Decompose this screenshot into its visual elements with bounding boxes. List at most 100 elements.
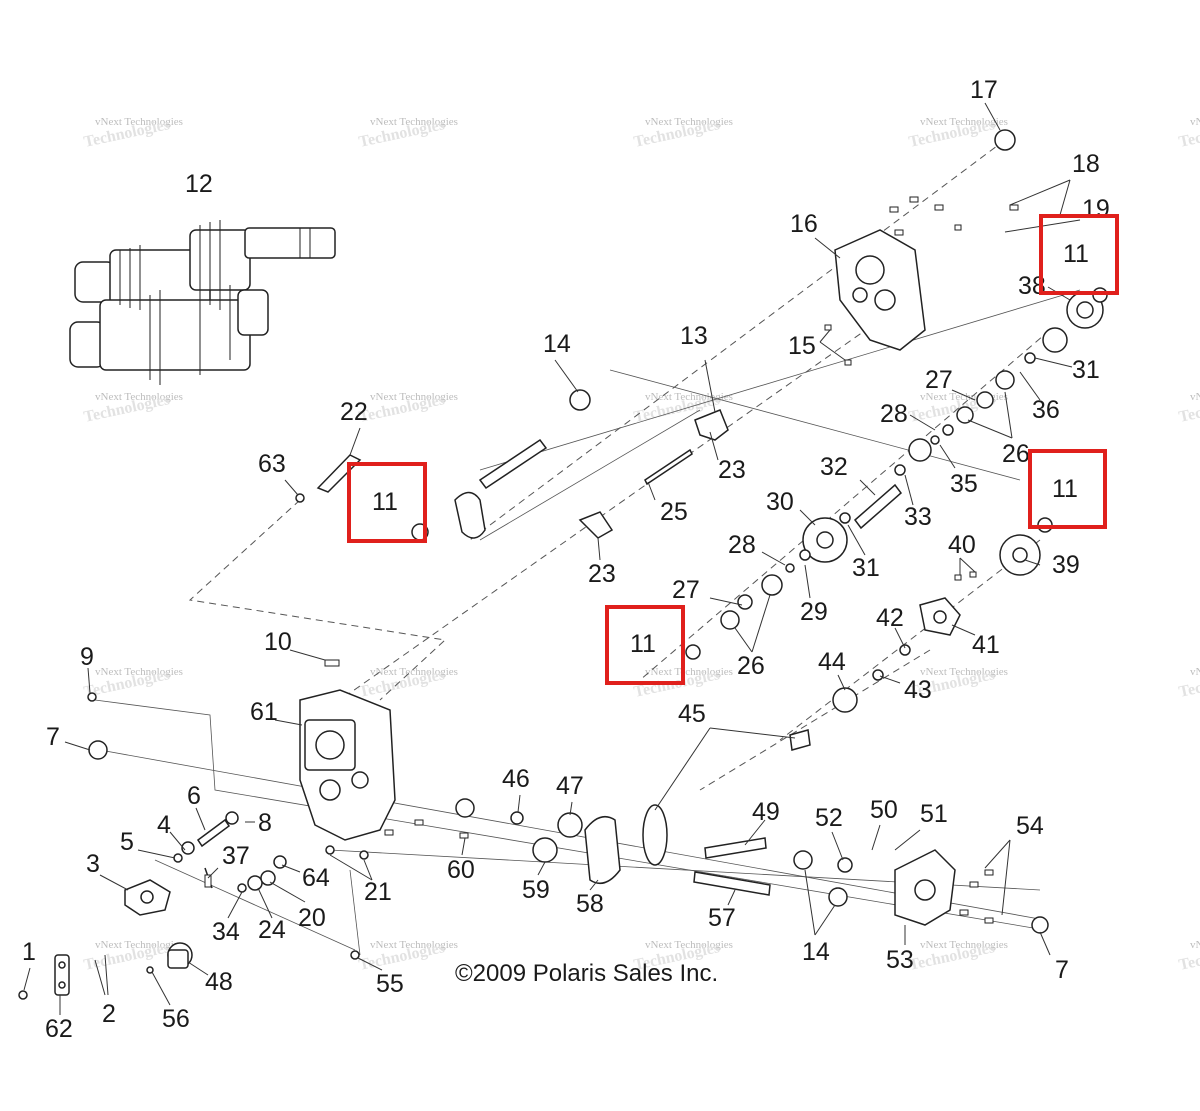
callout-26: 26 xyxy=(1002,440,1030,468)
callout-14: 14 xyxy=(543,330,571,358)
callout-50: 50 xyxy=(870,796,898,824)
watermark-text: vNext Technologies xyxy=(370,391,458,403)
highlight-box-11-a xyxy=(347,462,427,543)
callout-43: 43 xyxy=(904,676,932,704)
callout-39: 39 xyxy=(1052,551,1080,579)
gear-39 xyxy=(999,534,1041,576)
callout-27b: 27 xyxy=(672,576,700,604)
watermark-text: vNext Technologies xyxy=(645,939,733,951)
callout-56: 56 xyxy=(162,1005,190,1033)
watermark-text: vNext Technologies xyxy=(920,666,1008,678)
callout-41: 41 xyxy=(972,631,1000,659)
callout-59: 59 xyxy=(522,876,550,904)
callout-25: 25 xyxy=(660,498,688,526)
disc-45 xyxy=(642,804,668,866)
callout-46: 46 xyxy=(502,765,530,793)
callout-3: 3 xyxy=(86,850,100,878)
callout-26b: 26 xyxy=(737,652,765,680)
callout-13: 13 xyxy=(680,322,708,350)
callout-49: 49 xyxy=(752,798,780,826)
sensor-48 xyxy=(167,942,193,969)
callout-52: 52 xyxy=(815,804,843,832)
callout-47: 47 xyxy=(556,772,584,800)
callout-19: 19 xyxy=(1082,195,1110,223)
callout-7b: 7 xyxy=(1055,956,1069,984)
callout-28: 28 xyxy=(880,400,908,428)
callout-1: 1 xyxy=(22,938,36,966)
flange-41 xyxy=(919,597,961,636)
shafts xyxy=(196,438,903,896)
callout-23b: 23 xyxy=(588,560,616,588)
ring-35 xyxy=(908,438,932,462)
watermark-text: vNext Technologies xyxy=(95,391,183,403)
copyright-text: ©2009 Polaris Sales Inc. xyxy=(455,960,718,987)
callout-37: 37 xyxy=(222,842,250,870)
callout-16: 16 xyxy=(790,210,818,238)
watermark-text: vNext Technologies xyxy=(1190,939,1200,951)
chains xyxy=(454,491,621,885)
watermark-text: vNext Technologies xyxy=(95,666,183,678)
callout-29: 29 xyxy=(800,598,828,626)
shift-forks-23 xyxy=(578,409,729,539)
leader-lines xyxy=(23,102,1081,1015)
callout-31b: 31 xyxy=(852,554,880,582)
callout-42: 42 xyxy=(876,604,904,632)
transmission-case-61 xyxy=(299,689,396,841)
callout-62: 62 xyxy=(45,1015,73,1043)
callout-40: 40 xyxy=(948,531,976,559)
callout-14b: 14 xyxy=(802,938,830,966)
callout-58: 58 xyxy=(576,890,604,918)
watermark-text: vNext Technologies xyxy=(1190,666,1200,678)
highlight-boxes xyxy=(347,214,1119,685)
bolts xyxy=(204,196,1019,924)
callout-31: 31 xyxy=(1072,356,1100,384)
gear-38b xyxy=(1042,327,1068,353)
small-rings xyxy=(18,287,1108,1000)
callout-35: 35 xyxy=(950,470,978,498)
gear-38 xyxy=(1066,291,1104,329)
gear-59 xyxy=(532,837,558,863)
callout-32: 32 xyxy=(820,453,848,481)
callout-11-a: 11 xyxy=(372,488,398,516)
watermark-text: vNext Technologies xyxy=(370,116,458,128)
watermark-text: vNext Technologies xyxy=(645,666,733,678)
housing-3 xyxy=(124,879,171,916)
callout-23: 23 xyxy=(718,456,746,484)
callout-34: 34 xyxy=(212,918,240,946)
gear-30 xyxy=(802,517,848,563)
callout-63: 63 xyxy=(258,450,286,478)
callout-53: 53 xyxy=(886,946,914,974)
watermark-text: vNext Technologies xyxy=(95,116,183,128)
callout-24: 24 xyxy=(258,916,286,944)
seal-17 xyxy=(994,129,1016,151)
callout-11-d: 11 xyxy=(1052,475,1078,503)
callout-12: 12 xyxy=(185,170,213,198)
callout-4: 4 xyxy=(157,811,171,839)
bearing-26 xyxy=(720,574,783,630)
callout-18: 18 xyxy=(1072,150,1100,178)
callout-5: 5 xyxy=(120,828,134,856)
gear-47 xyxy=(557,812,583,838)
callout-64: 64 xyxy=(302,864,330,892)
callout-22: 22 xyxy=(340,398,368,426)
callout-15: 15 xyxy=(788,332,816,360)
bearing-44 xyxy=(832,687,858,713)
callout-6: 6 xyxy=(187,782,201,810)
callout-48: 48 xyxy=(205,968,233,996)
watermark-text: vNext Technologies xyxy=(95,939,183,951)
cover-16 xyxy=(834,229,926,351)
callout-labels: 1 2 3 4 5 6 7 7 8 9 10 11 11 11 11 12 13… xyxy=(22,76,1110,1043)
highlight-box-11-c xyxy=(1039,214,1119,295)
callout-2: 2 xyxy=(102,1000,116,1028)
gear-cluster-12 xyxy=(69,220,336,385)
callout-7: 7 xyxy=(46,723,60,751)
callout-33: 33 xyxy=(904,503,932,531)
callout-57: 57 xyxy=(708,904,736,932)
callout-55: 55 xyxy=(376,970,404,998)
callout-36: 36 xyxy=(1032,396,1060,424)
callout-44: 44 xyxy=(818,648,846,676)
bearing-14 xyxy=(455,389,848,907)
watermark-text: vNext Technologies xyxy=(920,939,1008,951)
callout-17: 17 xyxy=(970,76,998,104)
